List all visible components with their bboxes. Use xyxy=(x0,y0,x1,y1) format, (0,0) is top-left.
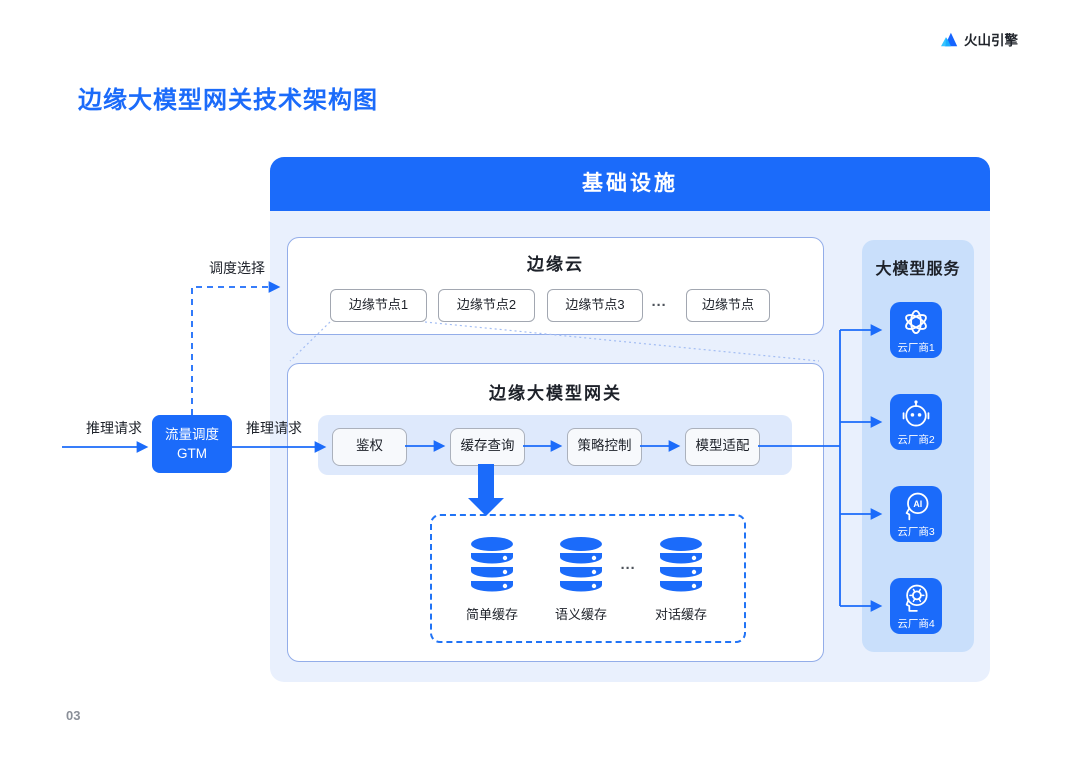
brand-name: 火山引擎 xyxy=(964,33,1018,48)
ai-head-icon: AI xyxy=(905,492,929,521)
step-cache-query: 缓存查询 xyxy=(450,428,525,466)
inference-request-label-left: 推理请求 xyxy=(86,420,142,436)
volcano-mountain-icon xyxy=(941,32,958,47)
cache-ellipsis: ··· xyxy=(620,560,636,577)
gear-head-icon xyxy=(905,584,928,612)
arrow-schedule-select xyxy=(191,281,281,415)
vendor-label: 云厂商1 xyxy=(897,342,935,354)
edge-node-n: 边缘节点 xyxy=(686,289,770,322)
edge-node-ellipsis: ··· xyxy=(651,297,667,314)
step-auth: 鉴权 xyxy=(332,428,407,466)
openai-logo-icon xyxy=(905,309,927,335)
schedule-select-label: 调度选择 xyxy=(209,260,265,276)
gateway-title: 边缘大模型网关 xyxy=(489,384,622,403)
page-title: 边缘大模型网关技术架构图 xyxy=(78,87,378,114)
step-model-adapt: 模型适配 xyxy=(685,428,760,466)
cache-label-dialog: 对话缓存 xyxy=(654,607,707,622)
database-icon xyxy=(560,537,602,592)
cache-label-semantic: 语义缓存 xyxy=(554,607,607,622)
vendor-label: 云厂商4 xyxy=(897,618,935,630)
gateway-box: 边缘大模型网关 xyxy=(287,363,824,662)
page-number: 03 xyxy=(66,708,81,723)
brand-logo: 火山引擎 xyxy=(941,29,1018,49)
vendor-1: 云厂商1 xyxy=(890,302,942,358)
inference-request-label-right: 推理请求 xyxy=(246,420,302,436)
robot-face-icon xyxy=(902,400,930,427)
edge-node-1: 边缘节点1 xyxy=(330,289,427,322)
edge-cloud-title: 边缘云 xyxy=(527,255,584,274)
gtm-title: 流量调度 xyxy=(165,427,219,442)
model-service-title: 大模型服务 xyxy=(875,261,961,278)
vendor-label: 云厂商2 xyxy=(897,434,935,446)
step-policy-control: 策略控制 xyxy=(567,428,642,466)
database-icon xyxy=(471,537,513,592)
vendor-2: 云厂商2 xyxy=(890,394,942,450)
svg-text:AI: AI xyxy=(913,499,922,509)
database-icon xyxy=(660,537,702,592)
vendor-4: 云厂商4 xyxy=(890,578,942,634)
cache-label-simple: 简单缓存 xyxy=(465,607,518,622)
gtm-subtitle: GTM xyxy=(177,446,207,461)
edge-node-3: 边缘节点3 xyxy=(547,289,643,322)
cache-group-box xyxy=(430,514,746,643)
gtm-box: 流量调度 GTM xyxy=(152,415,232,473)
infrastructure-header: 基础设施 xyxy=(270,157,990,211)
vendor-3: AI 云厂商3 xyxy=(890,486,942,542)
edge-node-2: 边缘节点2 xyxy=(438,289,535,322)
vendor-label: 云厂商3 xyxy=(897,526,935,538)
